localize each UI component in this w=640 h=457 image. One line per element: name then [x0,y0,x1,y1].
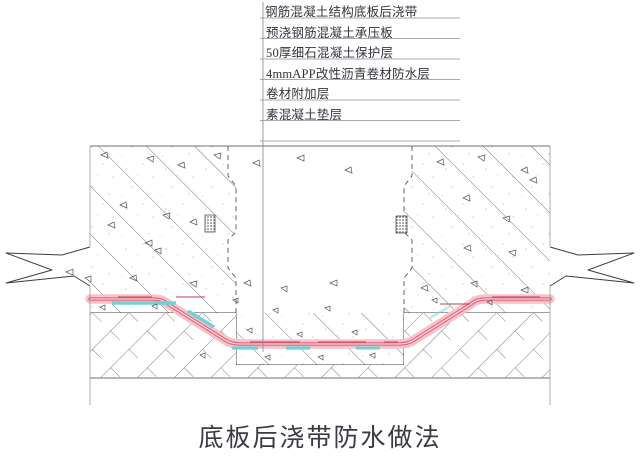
post-cast-strip-band [227,146,413,365]
legend-item-precast-bearing-plate: 预浇钢筋混凝土承压板 [263,23,463,44]
waterstop-plate-left [204,214,216,233]
legend-item-plain-concrete-cushion: 素混凝土垫层 [263,105,463,126]
legend-item-waterproof-membrane: 4mmAPP改性沥青卷材防水层 [263,64,463,85]
break-line-right [549,246,635,287]
legend-leader-lines [260,2,460,352]
membrane-core-line [89,298,551,345]
legend-item-structural-slab: 钢筋混凝土结构底板后浇带 [263,2,463,23]
legend-label-structural-slab: 钢筋混凝土结构底板后浇带 [265,5,418,19]
legend-item-protection-layer: 50厚细石混凝土保护层 [263,43,463,64]
legend-label-block: 钢筋混凝土结构底板后浇带 预浇钢筋混凝土承压板 50厚细石混凝土保护层 4mmA… [263,2,463,125]
membrane-joint-dashes [118,296,540,343]
waterstop-plate-right [395,215,408,234]
membrane-cyan-ply [112,301,451,350]
legend-label-waterproof-membrane: 4mmAPP改性沥青卷材防水层 [266,66,431,81]
legend-label-membrane-extra-ply: 卷材附加层 [266,87,330,101]
legend-label-plain-concrete-cushion: 素混凝土垫层 [266,107,343,122]
legend-label-protection-layer: 50厚细石混凝土保护层 [266,46,394,60]
legend-label-precast-bearing-plate: 预浇钢筋混凝土承压板 [266,25,394,40]
drawing-title: 底板后浇带防水做法 [198,425,442,452]
legend-item-membrane-extra-ply: 卷材附加层 [263,84,463,105]
break-line-left [5,246,91,287]
concrete-aggregate-marks [65,151,538,361]
